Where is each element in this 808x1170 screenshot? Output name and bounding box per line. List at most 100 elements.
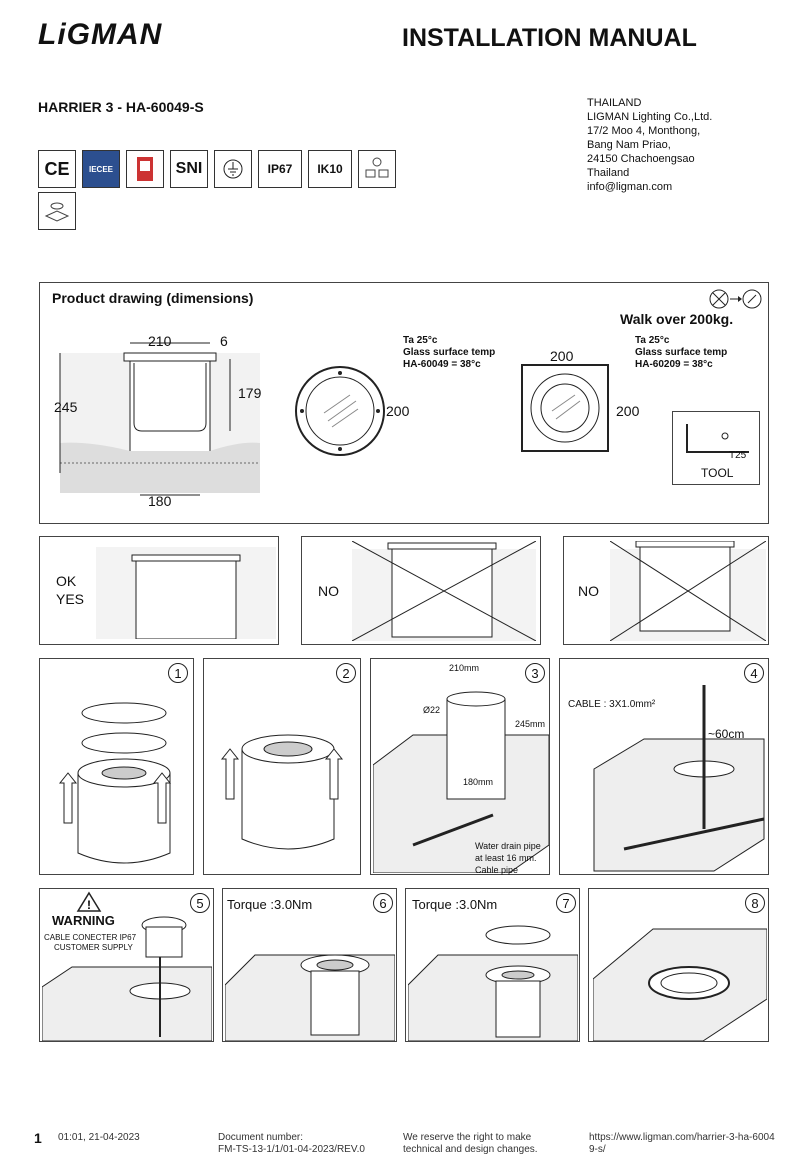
step-1-number: 1	[168, 663, 188, 683]
installation-icon	[38, 192, 76, 230]
no-drill-icon	[709, 289, 762, 309]
temp1-label: Glass surface temp	[403, 347, 496, 358]
temp1-ta: Ta 25°c	[403, 335, 438, 346]
dim-200-round: 200	[386, 403, 410, 419]
product-model: HARRIER 3 - HA-60049-S	[38, 99, 204, 115]
rights-note: We reserve the right to make technical a…	[403, 1132, 538, 1156]
dim-180: 180	[148, 493, 172, 509]
step-1-panel: 1	[39, 658, 194, 875]
step-7-panel: Torque :3.0Nm 7	[405, 888, 580, 1042]
document-number-label: Document number:	[218, 1132, 304, 1143]
step-3-cable-pipe: Cable pipe	[475, 865, 519, 875]
ok-panel: OK YES	[39, 536, 279, 645]
step-7-drawing	[408, 925, 578, 1041]
mounting-icon	[44, 202, 70, 222]
square-top-view-drawing	[521, 364, 609, 452]
quality-mark-icon	[126, 150, 164, 188]
address-line: 17/2 Moo 4, Monthong,	[587, 125, 701, 137]
warning-label: WARNING	[52, 913, 115, 928]
iecee-label: IECEE	[88, 164, 113, 174]
warning-triangle-icon: !	[76, 891, 102, 912]
step-5-number: 5	[190, 893, 210, 913]
torx-key-icon	[686, 424, 749, 453]
step-3-number: 3	[525, 663, 545, 683]
step-3-panel: 3 210mm 245mm Ø22 180mm Water drain pipe…	[370, 658, 550, 875]
step-3-drain-2: at least 16 mm.	[475, 853, 537, 863]
address-line: 24150 Chachoengsao	[587, 153, 695, 165]
step-3-drain-1: Water drain pipe	[475, 841, 541, 851]
dim-6: 6	[220, 333, 228, 349]
rights-line-2: technical and design changes.	[403, 1144, 538, 1155]
step-7-torque: Torque :3.0Nm	[412, 897, 498, 912]
print-date: 01:01, 21-04-2023	[58, 1132, 140, 1143]
iecee-icon: IECEE	[82, 150, 120, 188]
tool-box: T25 TOOL	[672, 411, 760, 485]
svg-text:!: !	[87, 898, 91, 912]
address-line: Thailand	[587, 167, 630, 179]
ground-symbol-icon	[223, 159, 243, 179]
ip67-icon: IP67	[258, 150, 302, 188]
temp2-ta: Ta 25°c	[635, 335, 670, 346]
step-6-drawing	[225, 954, 395, 1041]
wrong-install-drawing-2	[610, 541, 766, 641]
dim-200-square-width: 200	[550, 348, 574, 364]
url-line-1[interactable]: https://www.ligman.com/harrier-3-ha-6004	[589, 1132, 775, 1143]
step-3-height: 245mm	[515, 719, 546, 729]
step-3-width: 210mm	[449, 663, 480, 673]
document-number: Document number: FM-TS-13-1/1/01-04-2023…	[218, 1132, 365, 1156]
temp-note-1: Ta 25°c Glass surface temp HA-60049 = 38…	[403, 335, 495, 371]
step-6-number: 6	[373, 893, 393, 913]
step-8-drawing	[593, 928, 767, 1041]
transformer-icon	[365, 157, 389, 178]
step-6-torque: Torque :3.0Nm	[227, 897, 313, 912]
dim-245: 245	[54, 399, 78, 415]
page-number: 1	[34, 1130, 42, 1146]
temp2-label: Glass surface temp	[635, 347, 728, 358]
address-line: THAILAND	[587, 97, 642, 109]
wrong-install-drawing-1	[352, 541, 536, 641]
temp1-value: HA-60049 = 38°c	[403, 359, 481, 370]
temp2-value: HA-60209 = 38°c	[635, 359, 713, 370]
ok-label: OK	[56, 573, 77, 589]
step-4-panel: 4 CABLE : 3X1.0mm² ~60cm	[559, 658, 769, 875]
product-url[interactable]: https://www.ligman.com/harrier-3-ha-6004…	[589, 1132, 775, 1156]
step-3-base: 180mm	[463, 777, 494, 787]
company-address: THAILAND LIGMAN Lighting Co.,Ltd. 17/2 M…	[587, 96, 712, 194]
tool-label: TOOL	[701, 466, 734, 480]
brand-logo: LiGMAN	[38, 18, 163, 51]
driver-icon	[358, 150, 396, 188]
address-line: LIGMAN Lighting Co.,Ltd.	[587, 111, 713, 123]
step-4-cable: CABLE : 3X1.0mm²	[568, 699, 656, 710]
drawing-title: Product drawing (dimensions)	[52, 290, 254, 306]
no-panel-2: NO	[563, 536, 769, 645]
step-2-drawing	[220, 734, 344, 850]
yes-label: YES	[56, 591, 85, 607]
no-label-2: NO	[578, 583, 599, 599]
temp-note-2: Ta 25°c Glass surface temp HA-60209 = 38…	[635, 335, 727, 371]
step-1-drawing	[58, 702, 172, 864]
ik10-icon: IK10	[308, 150, 352, 188]
dim-179: 179	[238, 385, 262, 401]
step-5-note-1: CABLE CONECTER IP67	[44, 933, 137, 942]
side-section-drawing	[59, 342, 260, 496]
address-email: info@ligman.com	[587, 181, 673, 193]
earth-ground-icon	[214, 150, 252, 188]
sni-icon: SNI	[170, 150, 208, 188]
dim-210: 210	[148, 333, 172, 349]
rights-line-1: We reserve the right to make	[403, 1132, 532, 1143]
document-title: INSTALLATION MANUAL	[402, 24, 697, 52]
round-top-view-drawing	[295, 366, 385, 456]
step-4-number: 4	[744, 663, 764, 683]
tool-code: T25	[729, 450, 747, 461]
dim-200-square-height: 200	[616, 403, 640, 419]
product-drawing-panel: Product drawing (dimensions) Walk over 2…	[39, 282, 769, 524]
step-2-panel: 2	[203, 658, 361, 875]
url-line-2[interactable]: 9-s/	[589, 1144, 606, 1155]
step-2-number: 2	[336, 663, 356, 683]
step-4-drawing	[593, 685, 765, 872]
correct-install-drawing	[96, 547, 276, 639]
step-3-drawing	[373, 691, 549, 873]
step-3-diameter: Ø22	[423, 705, 441, 715]
step-8-panel: 8	[588, 888, 769, 1042]
step-5-note-2: CUSTOMER SUPPLY	[54, 943, 133, 952]
